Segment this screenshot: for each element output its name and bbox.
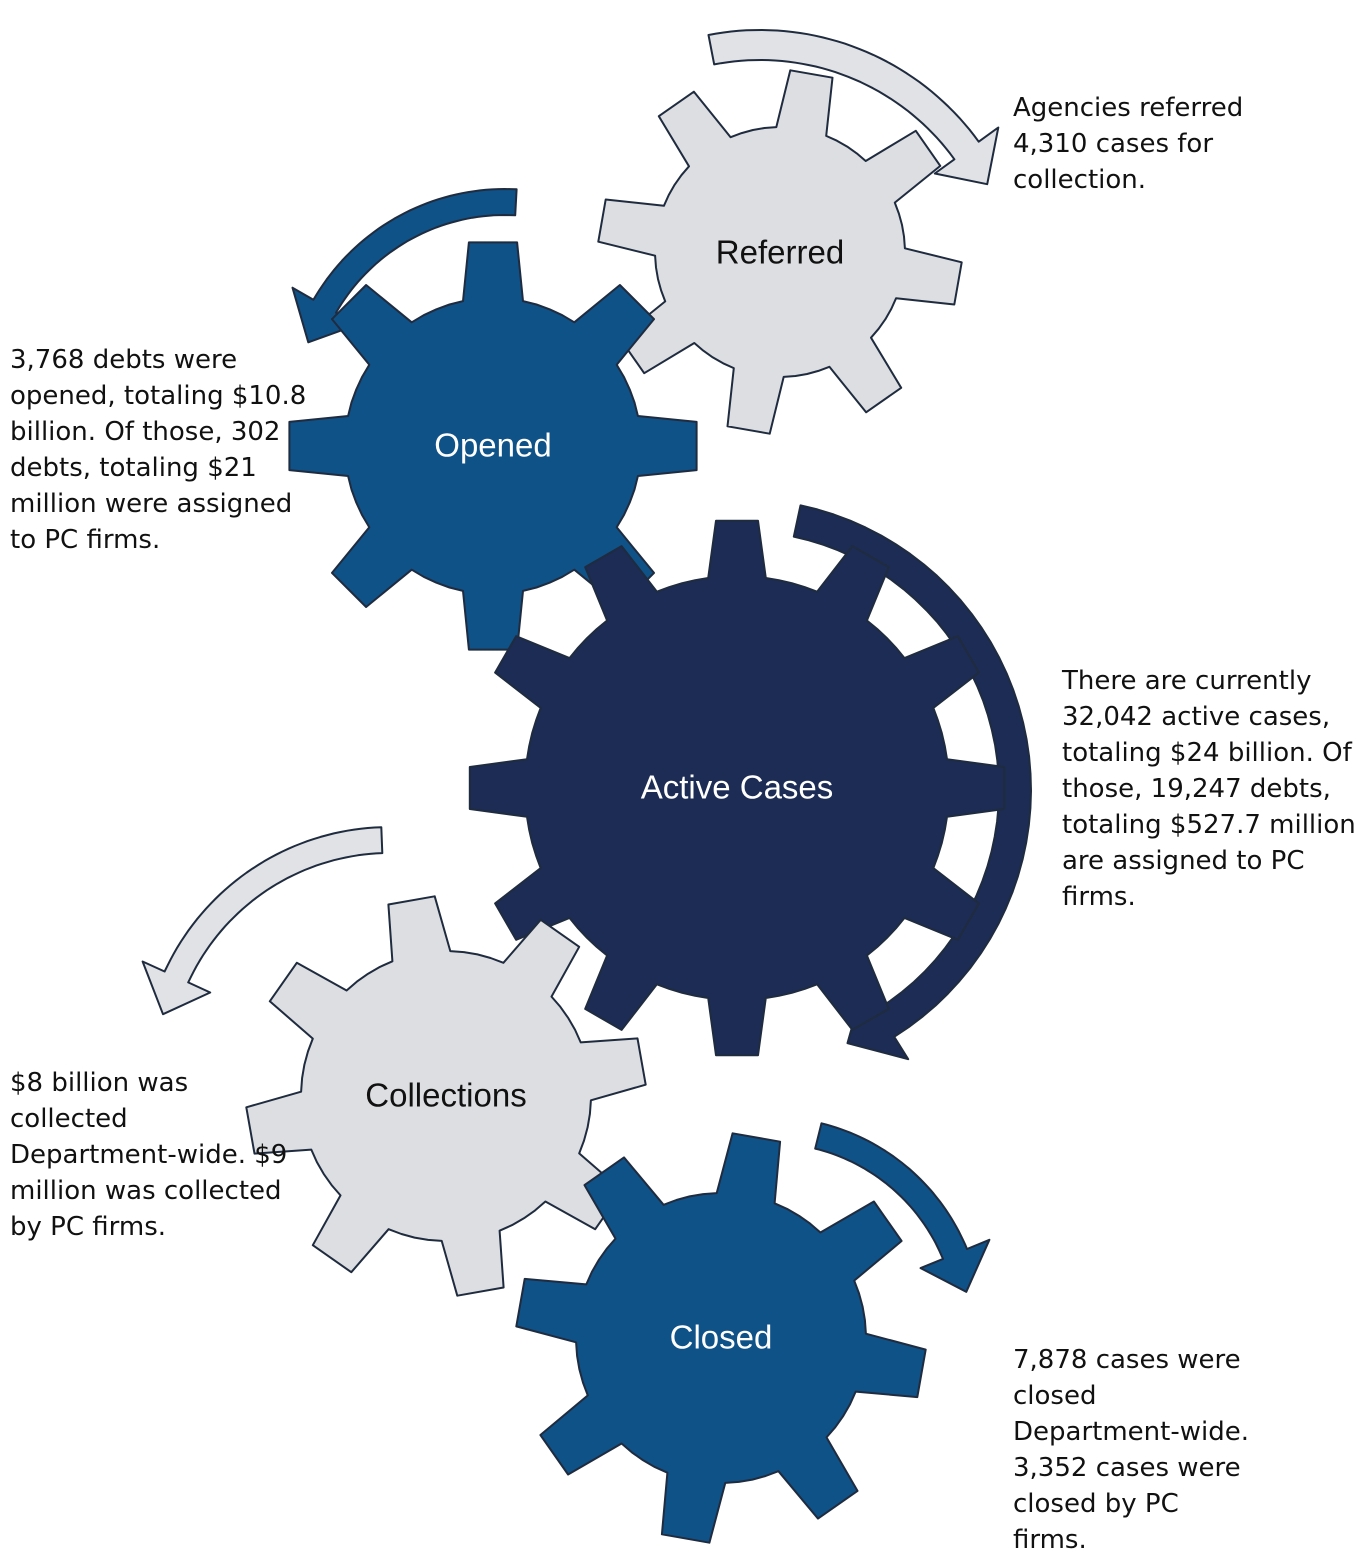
arrow-layer [141,29,1032,1293]
arrow-after-closed [814,1122,991,1293]
gear-layer [245,69,1006,1544]
arrow-into-referred [707,29,1000,186]
gear-label-opened: Opened [434,427,551,464]
gear-closed [515,1132,927,1544]
gear-label-layer: Referred Opened Active Cases Collections… [365,234,844,1356]
gear-opened [288,241,698,651]
caption-referred: Agencies referred 4,310 cases for collec… [1013,93,1244,195]
caption-opened: 3,768 debts were opened, totaling $10.8 … [10,345,307,555]
gear-label-closed: Closed [670,1319,773,1356]
gear-collections [245,895,647,1297]
arrow-into-collections [141,826,384,1016]
caption-active-cases: There are currently 32,042 active cases,… [1062,666,1356,912]
caption-closed: 7,878 cases were closed Department-wide.… [1013,1345,1249,1555]
arrow-referred-to-opened [291,188,518,344]
gear-label-collections: Collections [365,1077,526,1114]
gear-referred [597,69,963,435]
gear-active-cases [468,519,1006,1057]
gear-label-referred: Referred [716,234,844,271]
caption-collections: $8 billion was collected Department-wide… [10,1068,288,1242]
gear-label-active-cases: Active Cases [641,769,834,806]
